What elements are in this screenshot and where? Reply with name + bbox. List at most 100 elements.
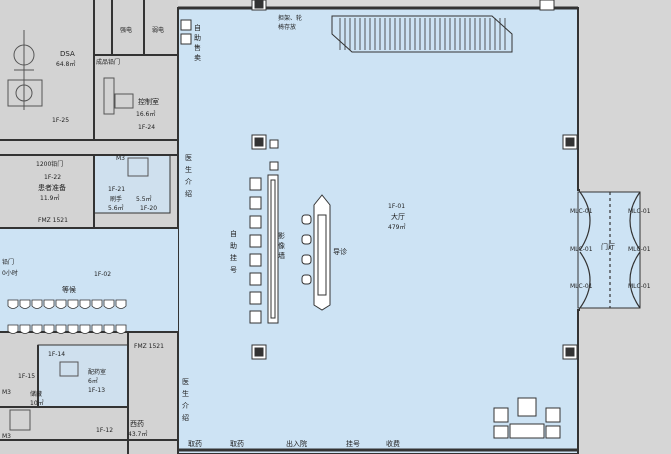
patient-prep-code: 1F-22 [44,174,61,181]
control-room-code: 1F-24 [138,124,155,131]
waiting-chair [115,299,127,309]
control-room-area: 16.6㎡ [136,110,155,118]
room-1f20-code: 1F-20 [140,205,157,212]
self-register-kiosk [249,291,262,305]
waiting-chair [79,299,91,309]
mlc-door-label: MLC-01 [570,246,593,253]
service-counter-label: 取药 [188,439,202,448]
waiting-chairs-upper [7,299,127,309]
room-1f21-area: 5.6㎡ [108,204,124,212]
waiting-chair [7,324,19,334]
entrance-doors [579,191,641,309]
lounge-furniture [493,397,561,439]
desk-chair [301,214,312,225]
waiting-chair [31,324,43,334]
vending-machines [180,19,192,45]
room-m3b: M3 [2,389,11,396]
entrance-vestibule [577,191,641,309]
room-1f02: 1F-02 [94,271,111,278]
room-m3c: M3 [2,433,11,440]
waiting-chair [55,324,67,334]
guide-desk [313,194,331,311]
waiting-chairs-lower [7,324,127,334]
waiting-chair [91,299,103,309]
self-register-kiosk [249,196,262,210]
desk-chair [301,234,312,245]
service-counter-label: 收费 [386,439,400,448]
finished-lead-door: 成品铅门 [96,58,120,66]
waiting-chair [67,324,79,334]
self-register-kiosk [249,272,262,286]
waiting-chair [67,299,79,309]
self-register-kiosk [249,215,262,229]
mlc-door-label: MLC-01 [570,208,593,215]
western-pharmacy-area: 43.7㎡ [128,430,147,438]
room-blue-1f21 [93,154,171,214]
waiting-label: 等候 [62,285,76,294]
pharmacy-room-label: 配药室 [88,368,106,376]
waiting-chair [43,324,55,334]
fmz-1521-lower: FMZ 1521 [134,343,164,350]
strong-elec-label: 强电 [120,26,132,34]
hall-name: 大厅 [391,212,405,221]
waiting-chair [7,299,19,309]
fmz-1521-upper: FMZ 1521 [38,217,68,224]
half-hour-label: 0小时 [2,269,18,277]
waiting-chair [91,324,103,334]
desk-chair [301,274,312,285]
waiting-chair [103,324,115,334]
waiting-chair [103,299,115,309]
hall-area: 479㎡ [388,223,405,231]
main-hall [177,7,581,454]
mlc-door-label: MLC-01 [570,283,593,290]
dsa-area: 64.8㎡ [56,60,75,68]
storage-area: 10㎡ [30,399,44,407]
service-counter-label: 出入院 [286,439,307,448]
western-pharmacy-label: 西药 [130,419,144,428]
image-wall [267,174,279,324]
room-1f15: 1F-15 [18,373,35,380]
storage-label: 储藏 [30,390,42,398]
left-fixtures [9,77,149,431]
control-room-label: 控制室 [138,97,159,106]
columns [251,0,578,360]
service-counter-label: 挂号 [346,439,360,448]
mlc-door-label: MLC-01 [628,246,651,253]
guide-desk-label: 导诊 [333,247,347,256]
desk-chair [301,254,312,265]
room-1f13: 1F-13 [88,387,105,394]
room-1f12: 1F-12 [96,427,113,434]
service-counter-label: 取药 [230,439,244,448]
room-1f21-label: 刷手 [110,195,122,203]
m3-label: M3 [116,155,125,162]
waiting-chair [31,299,43,309]
self-register-kiosk [249,310,262,324]
self-register-kiosk [249,234,262,248]
self-register-kiosk [249,253,262,267]
patient-prep-label: 患者准备 [38,183,66,192]
waiting-chair [115,324,127,334]
waiting-chair [55,299,67,309]
room-1f21-code: 1F-21 [108,186,125,193]
dsa-equipment [7,30,43,110]
stretcher-storage-label: 担架、轮椅存放 [278,14,302,31]
kiosk-small [269,139,279,149]
hall-code: 1F-01 [388,203,405,210]
left-corridor [0,228,178,332]
self-vending-label: 自助售卖 [194,23,201,62]
waiting-chair [19,299,31,309]
mlc-door-label: MLC-01 [628,283,651,290]
lead-door-1200: 1200铅门 [36,160,63,168]
pharmacy-room-area: 6㎡ [88,377,98,385]
guide-desk-chairs [301,214,312,285]
doctor-intro-bottom-label: 医生介绍 [182,378,189,422]
waiting-chair [19,324,31,334]
escalator [331,15,513,53]
mlc-door-label: MLC-01 [628,208,651,215]
weak-elec-label: 弱电 [152,26,164,34]
self-register-label: 自助挂号 [230,229,237,274]
kiosk-small [269,161,279,171]
waiting-chair [43,299,55,309]
image-wall-label: 影像墙 [278,231,285,260]
